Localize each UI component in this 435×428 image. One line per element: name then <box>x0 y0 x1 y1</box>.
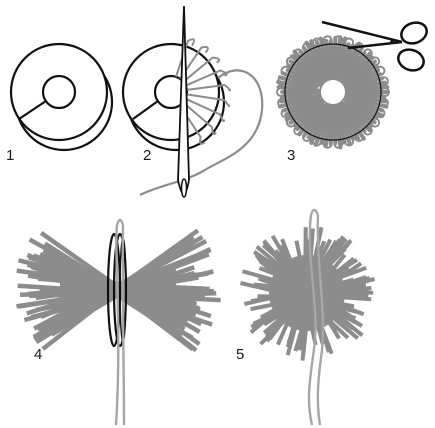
step2-wrapping-yarn <box>123 6 262 197</box>
step5-finished-pompom <box>241 210 375 425</box>
pompom-icon <box>241 227 375 361</box>
step-3-label: 3 <box>287 148 295 163</box>
step-2-label: 2 <box>143 148 151 163</box>
step-5-label: 5 <box>236 347 244 362</box>
step3-cutting-yarn <box>277 19 430 148</box>
wrapped-yarn-ring-icon <box>277 36 389 147</box>
step-4-label: 4 <box>34 347 42 362</box>
step-1-label: 1 <box>6 148 14 163</box>
ring-hole-icon <box>43 76 75 108</box>
step1-cardboard-rings <box>11 44 112 150</box>
step4-tied-bundle <box>17 220 221 425</box>
